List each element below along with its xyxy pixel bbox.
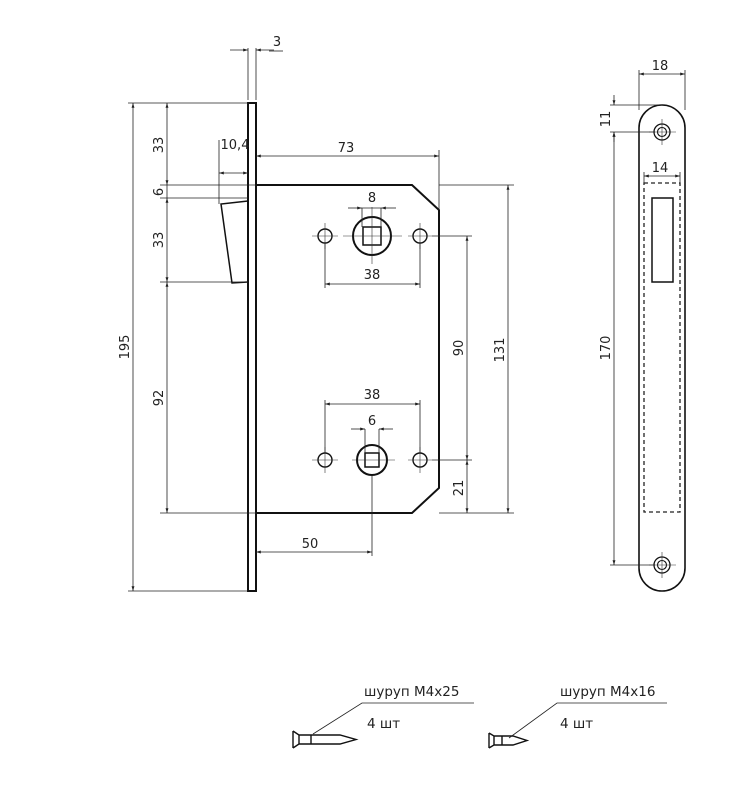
latch-slot: [651, 197, 674, 283]
dim-body-depth: 73: [338, 141, 355, 156]
screw-label: шуруп М4х25: [364, 684, 459, 700]
dim-spindle-spacing: 90: [452, 340, 467, 357]
dim-hole-spacing-upper: 38: [364, 268, 381, 283]
dim-body-height: 131: [493, 338, 508, 363]
screw-icon: [488, 732, 530, 749]
dim-hole-spacing: 170: [599, 336, 614, 361]
dim-slot-width: 14: [652, 161, 669, 176]
dim-body-to-latch: 6: [152, 188, 167, 196]
dim-backset: 50: [302, 537, 319, 552]
latch-bolt: [220, 200, 249, 284]
screw-m4x25: шуруп М4х25 4 шт: [292, 684, 474, 749]
dim-latch-projection: 10,4: [221, 138, 250, 153]
dim-strike-width: 18: [652, 59, 669, 74]
dim-spindle-square-upper: 8: [368, 191, 376, 206]
strike-recess: [643, 182, 681, 513]
screw-quantity: 4 шт: [367, 716, 400, 732]
dimension-lines: [128, 48, 514, 592]
dim-top-to-body: 33: [152, 137, 167, 154]
screw-quantity: 4 шт: [560, 716, 593, 732]
screw-m4x16: шуруп М4х16 4 шт: [488, 684, 667, 749]
screw-label: шуруп М4х16: [560, 684, 655, 700]
lower-spindle: [312, 444, 432, 476]
dim-spindle-square-lower: 6: [368, 414, 376, 429]
dim-lower-to-bottom: 21: [452, 480, 467, 497]
dim-hole-spacing-lower: 38: [364, 388, 381, 403]
lock-body: 3 195 33 6 33 92 10,4 73 8 38 90 131 38 …: [118, 35, 514, 592]
screw-icon: [292, 730, 359, 749]
dim-overall-height: 195: [118, 335, 133, 360]
faceplate: [247, 102, 257, 592]
dim-edge-to-hole: 11: [599, 111, 614, 128]
dim-latch-to-bottom: 92: [152, 390, 167, 407]
dim-faceplate-thickness: 3: [273, 35, 281, 50]
lock-case: [256, 184, 440, 514]
strike-plate: 18 11 14 170: [599, 59, 686, 592]
dim-latch-height: 33: [152, 232, 167, 249]
upper-spindle: [312, 207, 432, 264]
